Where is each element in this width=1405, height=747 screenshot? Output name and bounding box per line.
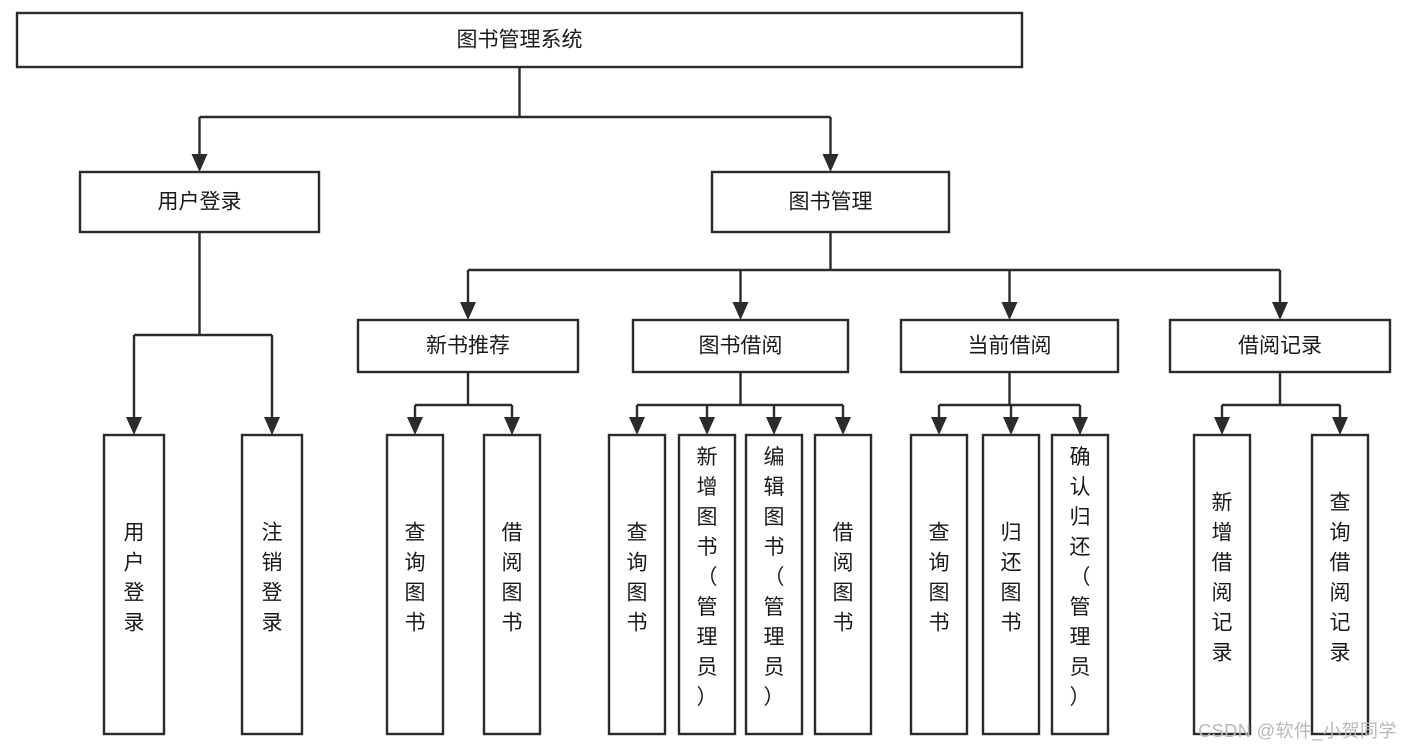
node-box-query-borrow-record	[1310, 433, 1370, 736]
node-label-borrow-book-1: 借阅图书	[502, 522, 523, 635]
node-user-logout[interactable]: 注销登录	[240, 433, 304, 736]
node-box-book-management	[710, 170, 951, 234]
node-add-book-admin[interactable]: 新增图书（管理员）	[677, 433, 737, 736]
node-book-management[interactable]: 图书管理	[710, 170, 951, 234]
node-borrow-record[interactable]: 借阅记录	[1168, 318, 1392, 374]
node-query-borrow-record[interactable]: 查询借阅记录	[1310, 433, 1370, 736]
node-label-add-book-admin: 新增图书（管理员）	[697, 446, 718, 709]
node-box-current-borrow	[899, 318, 1120, 374]
node-user-login-do[interactable]: 用户登录	[102, 433, 166, 736]
node-borrow-book-1[interactable]: 借阅图书	[482, 433, 542, 736]
node-query-book-2[interactable]: 查询图书	[607, 433, 667, 736]
arrow-user-login-1-head	[264, 417, 280, 435]
node-box-return-book	[981, 433, 1041, 736]
node-box-add-book-admin	[677, 433, 737, 736]
node-box-user-login	[78, 170, 321, 234]
node-add-borrow-record[interactable]: 新增借阅记录	[1192, 433, 1252, 736]
node-box-query-book-1	[385, 433, 445, 736]
node-label-query-book-3: 查询图书	[929, 522, 950, 635]
arrow-book-borrow-0-head	[629, 417, 645, 435]
node-label-return-book: 归还图书	[1001, 522, 1022, 635]
node-label-user-logout: 注销登录	[262, 522, 283, 635]
node-confirm-return-admin[interactable]: 确认归还（管理员）	[1050, 433, 1110, 736]
node-label-root: 图书管理系统	[457, 29, 583, 52]
arrow-l2-1-head	[822, 154, 839, 172]
arrow-new-book-recommend-0-head	[407, 417, 423, 435]
node-current-borrow[interactable]: 当前借阅	[899, 318, 1120, 374]
node-label-add-borrow-record: 新增借阅记录	[1212, 492, 1233, 665]
arrow-current-borrow-1-head	[1003, 417, 1019, 435]
node-box-query-book-2	[607, 433, 667, 736]
node-box-user-logout	[240, 433, 304, 736]
arrow-borrow-record-0-head	[1214, 417, 1230, 435]
node-user-login[interactable]: 用户登录	[78, 170, 321, 234]
node-label-book-borrow: 图书借阅	[699, 335, 783, 358]
node-return-book[interactable]: 归还图书	[981, 433, 1041, 736]
node-label-query-borrow-record: 查询借阅记录	[1330, 492, 1351, 665]
node-label-new-book-recommend: 新书推荐	[426, 335, 510, 358]
node-box-borrow-book-1	[482, 433, 542, 736]
arrow-new-book-recommend-1-head	[504, 417, 520, 435]
arrow-borrow-record-1-head	[1332, 417, 1348, 435]
node-label-edit-book-admin: 编辑图书（管理员）	[764, 446, 785, 709]
arrow-l3-3-head	[1272, 302, 1288, 320]
node-box-add-borrow-record	[1192, 433, 1252, 736]
node-label-query-book-1: 查询图书	[405, 522, 426, 635]
arrow-current-borrow-0-head	[931, 417, 947, 435]
node-label-borrow-record: 借阅记录	[1238, 335, 1322, 358]
node-label-borrow-book-2: 借阅图书	[833, 522, 854, 635]
node-label-book-management: 图书管理	[789, 191, 873, 214]
connector-layer	[126, 67, 1348, 435]
arrow-l2-0-head	[191, 154, 208, 172]
node-box-user-login-do	[102, 433, 166, 736]
node-box-query-book-3	[909, 433, 969, 736]
node-box-confirm-return-admin	[1050, 433, 1110, 736]
node-edit-book-admin[interactable]: 编辑图书（管理员）	[744, 433, 804, 736]
node-query-book-1[interactable]: 查询图书	[385, 433, 445, 736]
node-box-root	[15, 11, 1024, 69]
node-label-user-login: 用户登录	[158, 191, 242, 214]
node-borrow-book-2[interactable]: 借阅图书	[813, 433, 873, 736]
node-box-edit-book-admin	[744, 433, 804, 736]
node-layer: 图书管理系统用户登录图书管理新书推荐图书借阅当前借阅借阅记录用户登录注销登录查询…	[15, 11, 1392, 736]
node-label-user-login-do: 用户登录	[124, 522, 145, 635]
node-label-query-book-2: 查询图书	[627, 522, 648, 635]
node-label-confirm-return-admin: 确认归还（管理员）	[1070, 446, 1091, 709]
arrow-book-borrow-1-head	[699, 417, 715, 435]
node-book-borrow[interactable]: 图书借阅	[631, 318, 850, 374]
node-new-book-recommend[interactable]: 新书推荐	[356, 318, 580, 374]
arrow-l3-0-head	[460, 302, 476, 320]
arrow-current-borrow-2-head	[1072, 417, 1088, 435]
arrow-user-login-0-head	[126, 417, 142, 435]
node-query-book-3[interactable]: 查询图书	[909, 433, 969, 736]
node-box-new-book-recommend	[356, 318, 580, 374]
arrow-l3-2-head	[1001, 302, 1018, 320]
node-box-borrow-book-2	[813, 433, 873, 736]
node-box-borrow-record	[1168, 318, 1392, 374]
node-root[interactable]: 图书管理系统	[15, 11, 1024, 69]
arrow-l3-1-head	[732, 302, 749, 320]
node-box-book-borrow	[631, 318, 850, 374]
node-label-current-borrow: 当前借阅	[968, 335, 1052, 358]
arrow-book-borrow-3-head	[835, 417, 851, 435]
arrow-book-borrow-2-head	[766, 417, 782, 435]
